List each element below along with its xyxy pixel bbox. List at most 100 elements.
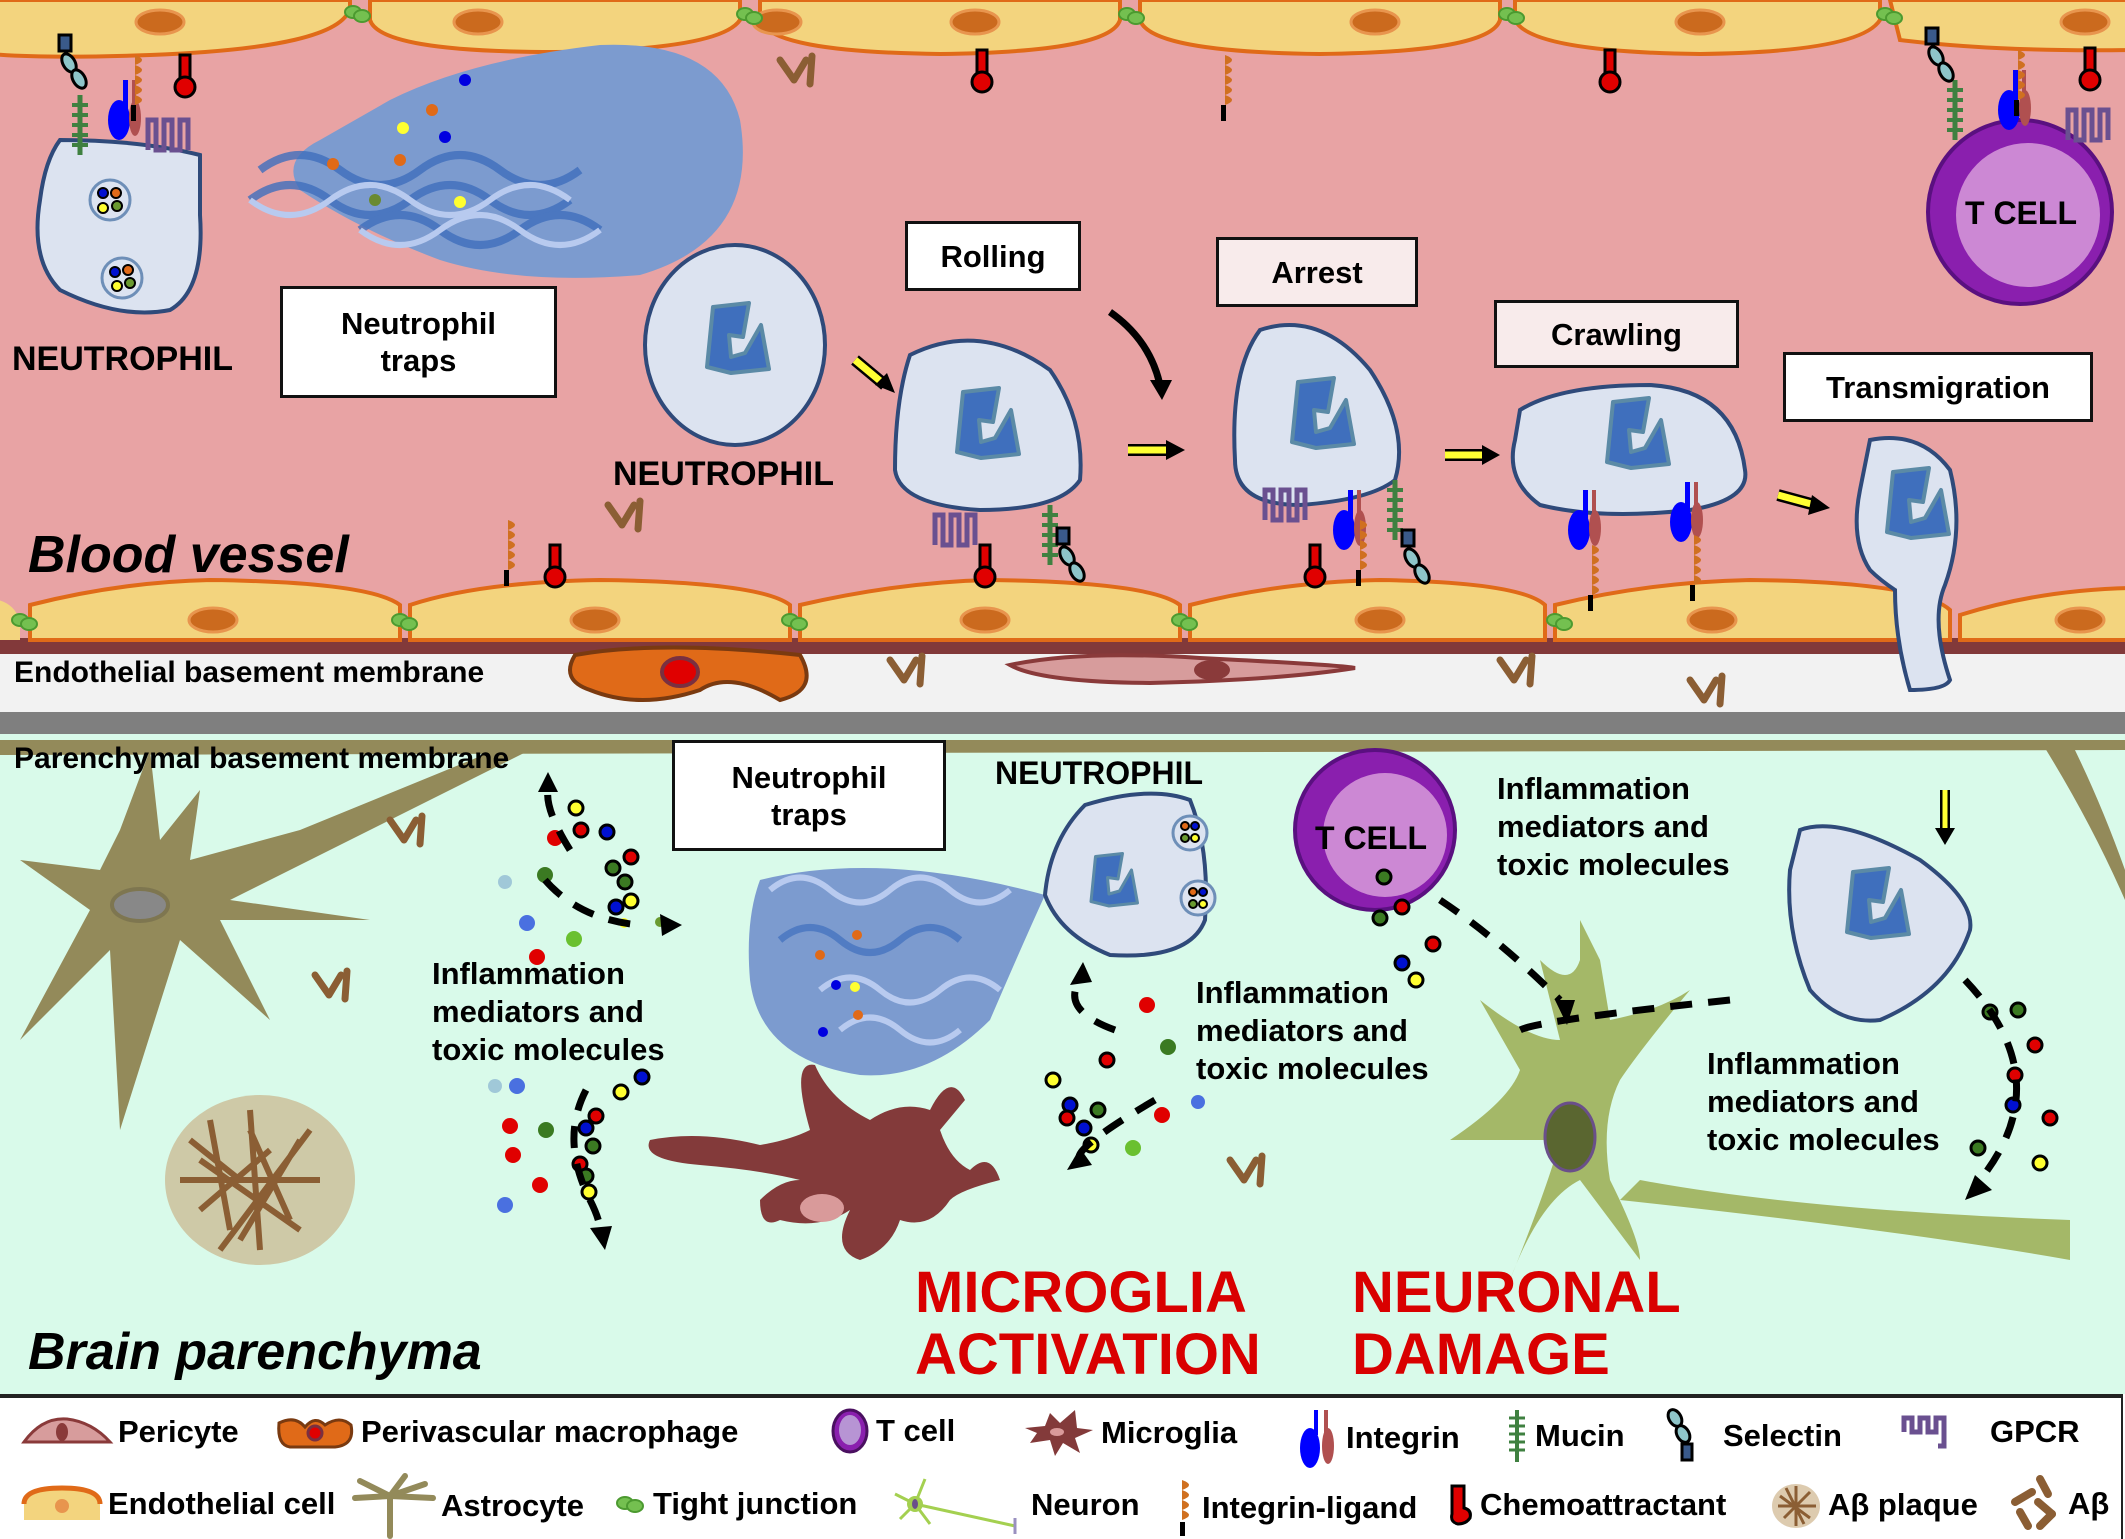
outcome-microglia-activation: MICROGLIA ACTIVATION xyxy=(915,1262,1261,1386)
text-line: mediators and xyxy=(1707,1084,1919,1119)
legend-label: Endothelial cell xyxy=(108,1486,336,1521)
text-line: Inflammation xyxy=(1707,1046,1900,1081)
neutrophil-label-vessel-left: NEUTROPHIL xyxy=(12,340,233,378)
legend-item-microglia: Microglia xyxy=(1015,1408,1237,1458)
legend-item-abeta: Aβ xyxy=(2010,1474,2109,1534)
astrocyte-icon xyxy=(352,1473,436,1539)
legend-item-endothelial-cell: Endothelial cell xyxy=(21,1485,336,1522)
step-rolling: Rolling xyxy=(905,221,1081,291)
legend-label: Aβ plaque xyxy=(1828,1487,1978,1522)
vessel-t-cell xyxy=(1924,26,2114,306)
text-line: mediators and xyxy=(432,994,644,1029)
blood-vessel-label: Blood vessel xyxy=(28,526,349,584)
text-line: mediators and xyxy=(1497,809,1709,844)
flow-arrows xyxy=(851,309,1830,515)
endothelial-basement-membrane-label: Endothelial basement membrane xyxy=(14,656,485,689)
box-line: traps xyxy=(380,343,457,378)
text-line: mediators and xyxy=(1196,1013,1408,1048)
mediators-text-left: Inflammation mediators and toxic molecul… xyxy=(432,955,665,1069)
legend-item-integrin: Integrin xyxy=(1300,1408,1460,1468)
text-line: NEURONAL xyxy=(1352,1260,1681,1325)
astrocyte xyxy=(0,740,2125,1130)
legend-label: T cell xyxy=(876,1413,956,1448)
integrin-icon xyxy=(1300,1410,1334,1468)
pericyte xyxy=(1004,653,1356,686)
text-line: toxic molecules xyxy=(1707,1122,1940,1157)
microglia-cell xyxy=(648,1064,1000,1260)
text-line: ACTIVATION xyxy=(915,1322,1261,1387)
mediator-molecules xyxy=(488,799,2059,1213)
mediators-text-right: Inflammation mediators and toxic molecul… xyxy=(1707,1045,1940,1159)
brain-parenchyma-label: Brain parenchyma xyxy=(28,1323,482,1381)
legend-item-pericyte: Pericyte xyxy=(21,1414,239,1450)
neuron-icon xyxy=(894,1478,1017,1534)
text-line: Inflammation xyxy=(1196,975,1389,1010)
legend-label: Integrin-ligand xyxy=(1202,1490,1418,1525)
rolling-neutrophil xyxy=(892,338,1089,589)
outcome-neuronal-damage: NEURONAL DAMAGE xyxy=(1352,1262,1681,1386)
legend-label: Tight junction xyxy=(653,1486,858,1521)
text-line: Inflammation xyxy=(1497,771,1690,806)
legend-label: Perivascular macrophage xyxy=(361,1414,739,1449)
text-line: MICROGLIA xyxy=(915,1260,1247,1325)
legend-label: Neuron xyxy=(1031,1487,1140,1522)
selectin-icon xyxy=(1666,1408,1694,1462)
tight-junction-icon xyxy=(616,1496,644,1513)
legend-label: Aβ xyxy=(2068,1486,2110,1521)
perivascular-macrophage-icon xyxy=(277,1418,354,1449)
mediators-text-center: Inflammation mediators and toxic molecul… xyxy=(1196,974,1429,1088)
step-transmigration: Transmigration xyxy=(1783,352,2093,422)
text-line: Inflammation xyxy=(432,956,625,991)
neutrophil-label-parenchyma: NEUTROPHIL xyxy=(995,755,1203,791)
parenchyma-net xyxy=(619,868,1045,1076)
legend-label: Integrin xyxy=(1346,1420,1460,1455)
integrin-ligand-icon xyxy=(1180,1480,1189,1536)
legend-label: Chemoattractant xyxy=(1480,1487,1727,1522)
parenchyma-neutrophil xyxy=(1042,791,1217,958)
circulating-neutrophil xyxy=(643,243,827,447)
legend-label: Astrocyte xyxy=(441,1488,584,1523)
box-line: Neutrophil xyxy=(731,759,887,795)
t-cell-label-vessel: T CELL xyxy=(1965,195,2077,231)
box-line: Neutrophil xyxy=(341,306,496,341)
crawling-neutrophil xyxy=(1510,382,1748,611)
legend-item-abeta-plaque: Aβ plaque xyxy=(1770,1478,1978,1532)
net-releasing-neutrophil xyxy=(35,33,743,315)
legend-item-integrin-ligand: Integrin-ligand xyxy=(1180,1478,1417,1538)
t-cell-label-parenchyma: T CELL xyxy=(1315,820,1427,856)
legend-label: Pericyte xyxy=(118,1414,239,1449)
parenchyma-t-cell xyxy=(1293,748,1457,912)
text-line: toxic molecules xyxy=(1196,1051,1429,1086)
top-endothelium xyxy=(0,0,2125,59)
abeta-plaque xyxy=(165,1095,355,1265)
neutrophil-label-vessel-mid: NEUTROPHIL xyxy=(613,455,834,493)
arrested-neutrophil xyxy=(1232,323,1434,589)
legend-item-neuron: Neuron xyxy=(885,1474,1140,1536)
legend-item-mucin: Mucin xyxy=(1505,1408,1625,1464)
legend-item-perivascular-macrophage: Perivascular macrophage xyxy=(275,1414,738,1450)
legend-item-astrocyte: Astrocyte xyxy=(345,1473,584,1539)
legend-item-t-cell: T cell xyxy=(830,1408,955,1454)
text-line: DAMAGE xyxy=(1352,1322,1610,1387)
mucin-icon xyxy=(1509,1410,1525,1462)
legend-item-chemoattractant: Chemoattractant xyxy=(1448,1484,1726,1526)
legend: Pericyte Perivascular macrophage T cell … xyxy=(0,1394,2123,1539)
gpcr-icon xyxy=(1901,1415,1947,1449)
t-cell-icon xyxy=(831,1408,869,1454)
legend-item-selectin: Selectin xyxy=(1665,1408,1842,1464)
illustration xyxy=(0,0,2125,1280)
text-line: toxic molecules xyxy=(432,1032,665,1067)
box-line: traps xyxy=(771,796,847,832)
legend-label: Microglia xyxy=(1101,1415,1238,1450)
perivascular-macrophage xyxy=(568,645,809,703)
text-line: toxic molecules xyxy=(1497,847,1730,882)
abeta-icon xyxy=(2011,1475,2056,1530)
mediators-text-tcell: Inflammation mediators and toxic molecul… xyxy=(1497,770,1730,884)
pericyte-icon xyxy=(21,1417,114,1444)
neuron-cell xyxy=(1450,920,2070,1280)
parenchyma-neutrophil-right xyxy=(1787,790,1973,1023)
bottom-endothelium xyxy=(0,577,2125,642)
mediator-arrows xyxy=(542,789,2021,1231)
